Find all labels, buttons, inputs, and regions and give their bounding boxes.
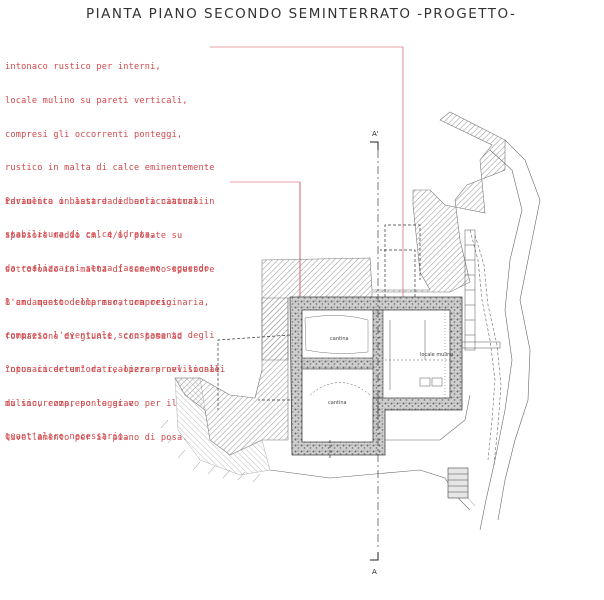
note-line: sottofondo in malta di cemento spessore [5,264,215,275]
note-line: rustico in malta di calce eminentemente [5,163,215,174]
note-line: stabilitura di calce idrata, [5,230,156,241]
lower-steps [447,467,469,499]
note-line: da realizzarsi senza fasce mo seguendo [5,264,210,275]
note-line: 8 cm. questo compreso, compreso [5,298,172,309]
section-line [370,141,379,561]
terrain-hatching [174,111,506,476]
note-line: idraulica o bastarda ed arricciatura in [5,196,215,207]
section-mark-top: A' [372,130,379,138]
note-line: Pavimento in lastre di beola naturali [5,197,204,208]
note-line: compreso l'eventuale scrostamento degli [5,331,215,342]
note-line: intonaco rustico per interni, [5,62,161,73]
building-walls [289,296,463,456]
room-label-upper-left: cantina [330,336,349,342]
flooring-specification-note: Pavimento in lastre di beola naturali sp… [5,175,220,466]
right-stair-ramp [461,229,501,351]
note-line: intonaci deteriorati, opere provvisional… [5,364,226,375]
note-line: locale mulino su pareti verticali, [5,96,188,107]
note-line: "opus incertum" da realizzare nel locale [5,365,220,376]
note-line: quant'altro necessario. [5,432,129,443]
section-mark-bottom: A [372,568,377,576]
note-line: compresi gli occorrenti ponteggi, [5,129,183,140]
room-label-upper-right: locale mulino [420,352,454,358]
room-label-lower-left: cantina [328,400,347,406]
note-line: livellamento per il piano di posa. [5,432,188,443]
note-line: l'andamento della muratura originaria, [5,297,210,308]
note-line: di sicurezza, ponteggi e [5,398,134,409]
note-line: spessore medio cm. 4/6, posate su [5,231,183,242]
plaster-specification-note: intonaco rustico per interni, locale mul… [5,40,225,466]
site-outline [269,139,541,531]
drawing-title: PIANTA PIANO SECONDO SEMINTERRATO -PROGE… [86,6,517,22]
note-line: formazione di giunti, con posa ad [5,331,183,342]
note-line: mulino, compreso lo scavo per il [5,399,177,410]
demolished-outlines [217,224,421,460]
interior-lines [309,310,450,420]
